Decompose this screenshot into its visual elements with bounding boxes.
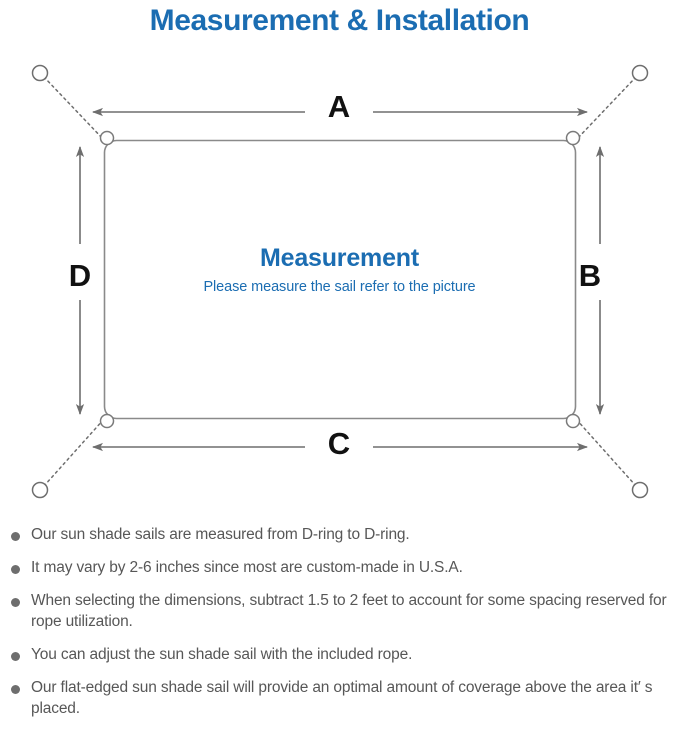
d-ring-bottom-left: [99, 413, 115, 429]
anchor-point-top-right: [631, 64, 649, 82]
rope-line-top-left: [43, 76, 105, 141]
dimension-label-a: A: [327, 89, 351, 124]
dimension-label-b: B: [578, 258, 602, 293]
note-text: Our flat-edged sun shade sail will provi…: [31, 679, 653, 717]
list-item: Our flat-edged sun shade sail will provi…: [0, 677, 679, 719]
page-title: Measurement & Installation: [149, 4, 530, 37]
sail-measurement-diagram: Measurement Please measure the sail refe…: [0, 48, 679, 518]
note-text: Our sun shade sails are measured from D-…: [31, 526, 410, 543]
bullet-icon: [11, 565, 20, 574]
anchor-point-top-left: [31, 64, 49, 82]
note-text: It may vary by 2-6 inches since most are…: [31, 559, 463, 576]
sail-outline: [103, 139, 577, 420]
d-ring-top-left: [99, 130, 115, 146]
diagram-svg: [31, 64, 649, 499]
note-text: You can adjust the sun shade sail with t…: [31, 646, 413, 663]
dimension-label-d: D: [68, 258, 92, 293]
d-ring-bottom-right: [565, 413, 581, 429]
note-text: When selecting the dimensions, subtract …: [31, 592, 667, 630]
bullet-icon: [11, 598, 20, 607]
sail-measurement-subtext: Please measure the sail refer to the pic…: [203, 279, 476, 295]
bullet-icon: [11, 532, 20, 541]
list-item: You can adjust the sun shade sail with t…: [0, 644, 679, 665]
list-item: When selecting the dimensions, subtract …: [0, 590, 679, 632]
anchor-point-bottom-right: [631, 481, 649, 499]
rope-line-bottom-left: [43, 418, 105, 487]
sail-measurement-heading: Measurement: [260, 244, 419, 272]
notes-list: Our sun shade sails are measured from D-…: [0, 524, 679, 731]
d-ring-top-right: [565, 130, 581, 146]
list-item: Our sun shade sails are measured from D-…: [0, 524, 679, 545]
dimension-label-c: C: [327, 426, 351, 461]
rope-line-bottom-right: [575, 418, 637, 487]
bullet-icon: [11, 685, 20, 694]
anchor-point-bottom-left: [31, 481, 49, 499]
bullet-icon: [11, 652, 20, 661]
rope-line-top-right: [575, 76, 637, 141]
list-item: It may vary by 2-6 inches since most are…: [0, 557, 679, 578]
